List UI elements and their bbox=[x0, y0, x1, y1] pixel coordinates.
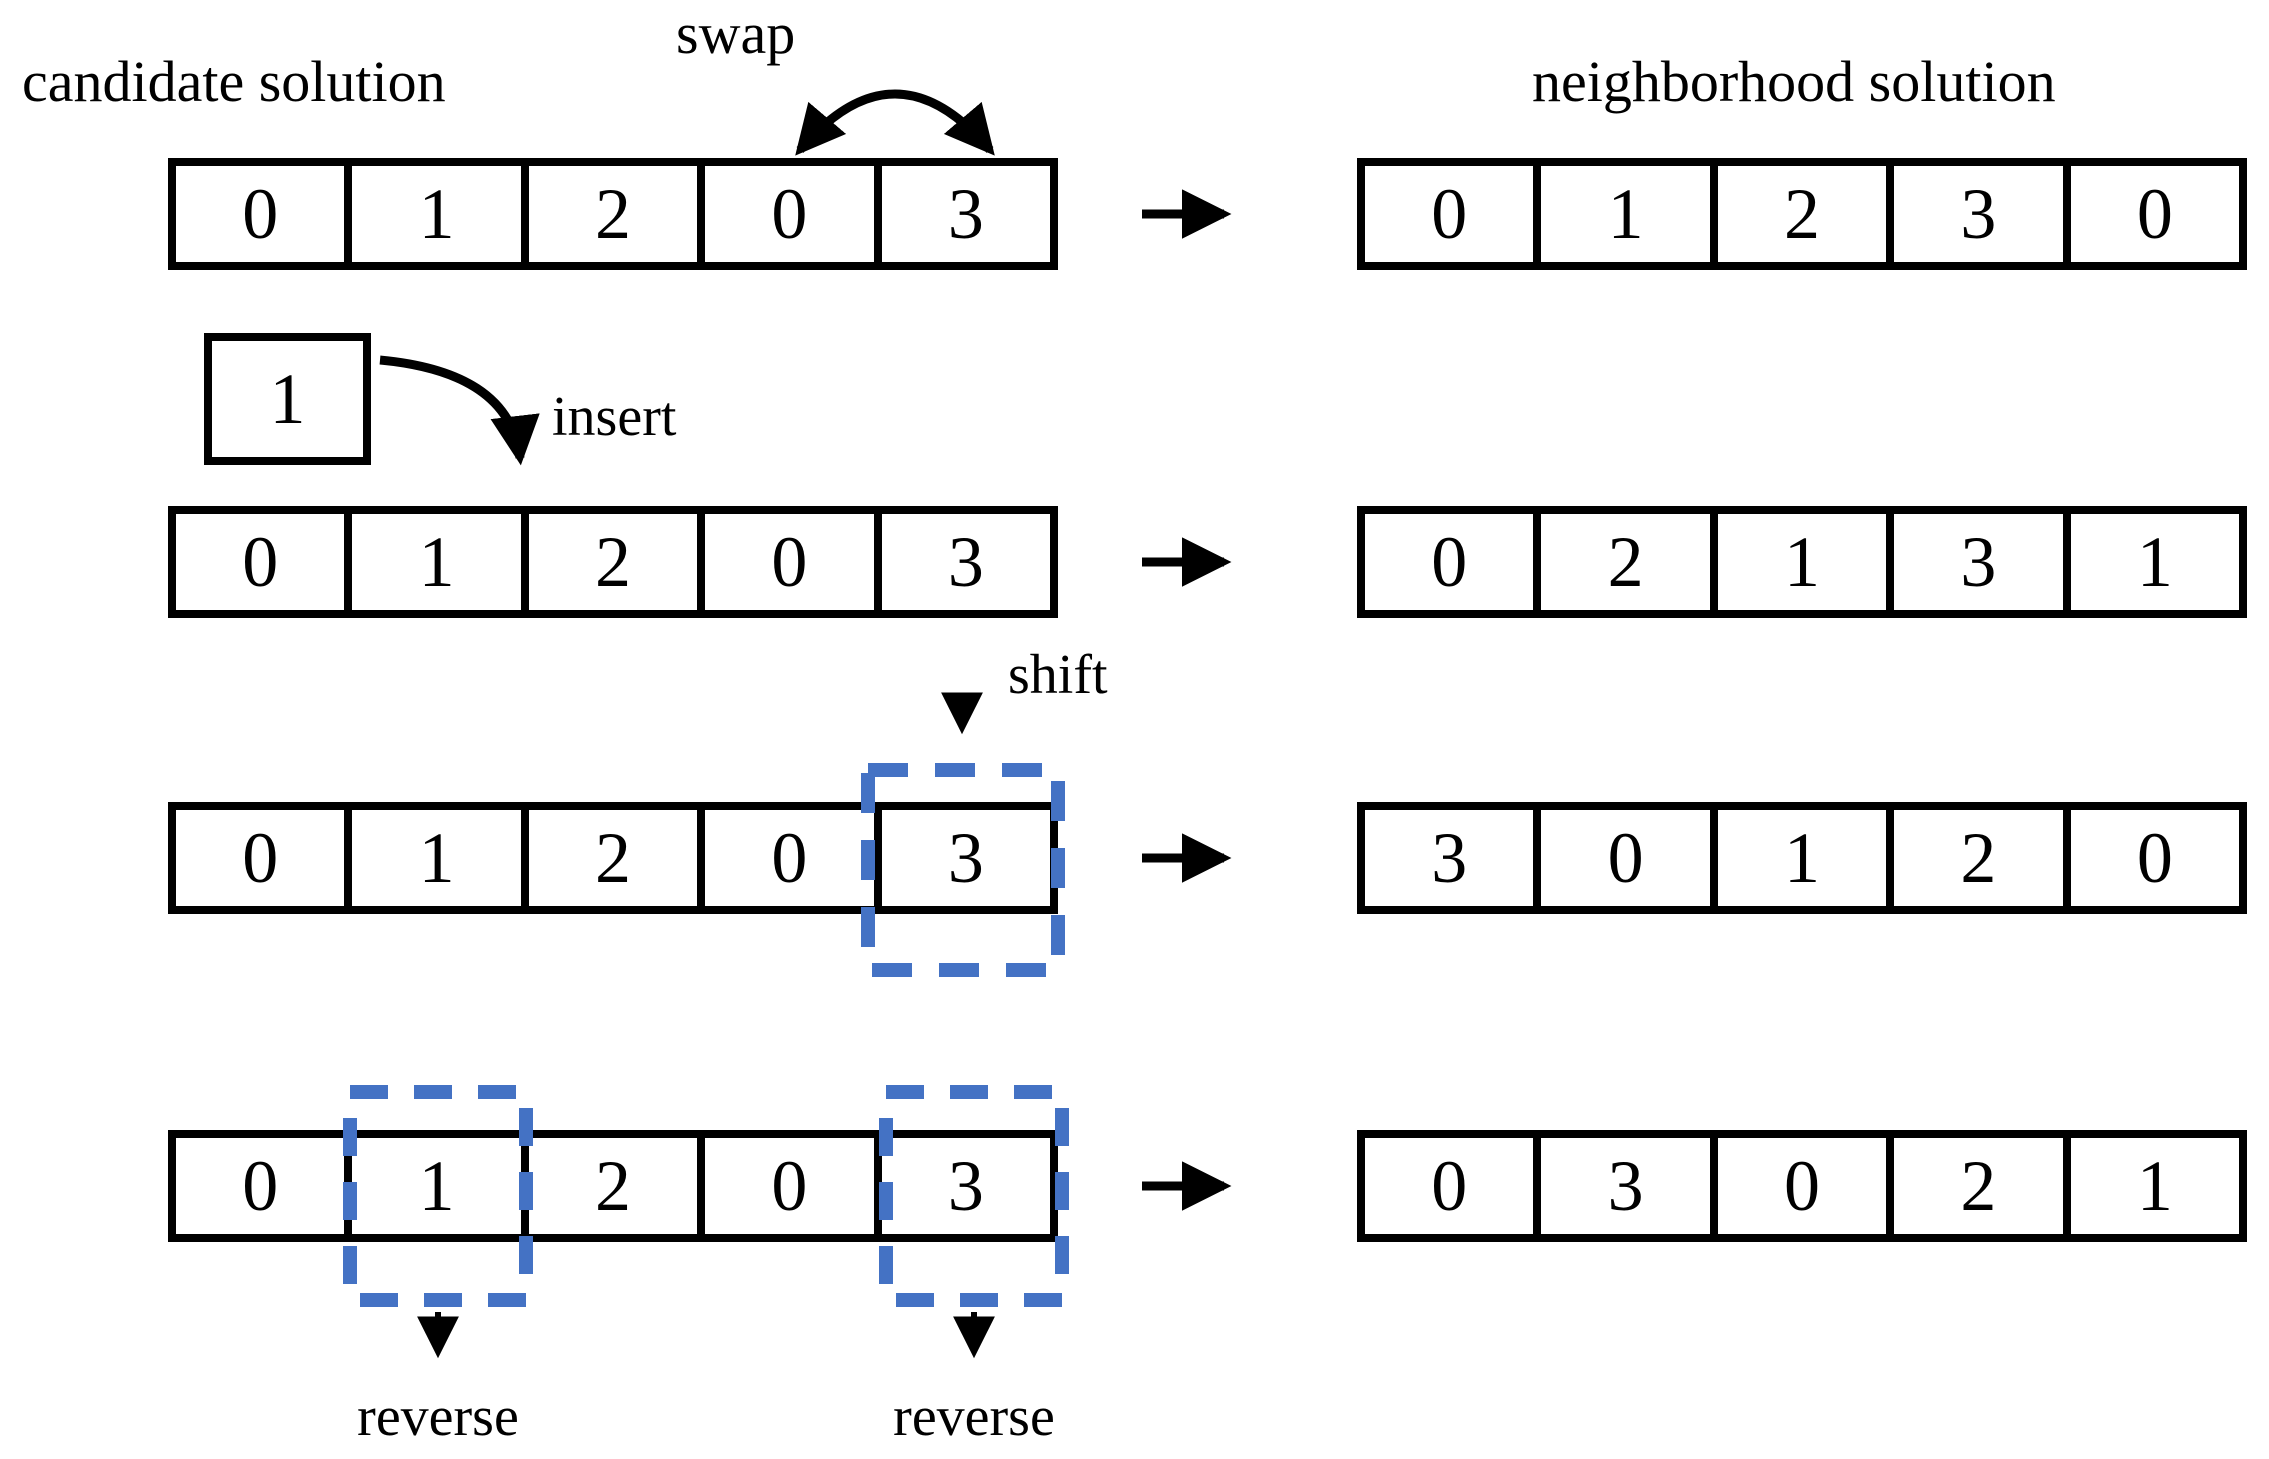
array-cell: 2 bbox=[1886, 1138, 2062, 1234]
array-cell: 1 bbox=[1533, 166, 1709, 262]
array-cell: 0 bbox=[697, 1138, 873, 1234]
array-cell: 1 bbox=[344, 810, 520, 906]
neighborhood-solution-label: neighborhood solution bbox=[1532, 49, 2056, 114]
candidate-array-swap: 0 1 2 0 3 bbox=[168, 158, 1058, 270]
array-cell: 1 bbox=[344, 1138, 520, 1234]
neighborhood-array-swap: 0 1 2 3 0 bbox=[1357, 158, 2247, 270]
array-cell: 0 bbox=[2062, 810, 2239, 906]
neighborhood-array-shift: 3 0 1 2 0 bbox=[1357, 802, 2247, 914]
array-cell: 2 bbox=[520, 1138, 697, 1234]
array-cell: 3 bbox=[1886, 166, 2062, 262]
array-cell: 0 bbox=[1533, 810, 1709, 906]
array-cell: 0 bbox=[1431, 522, 1468, 602]
array-cell: 0 bbox=[242, 818, 279, 898]
array-cell: 0 bbox=[2062, 166, 2239, 262]
array-cell: 3 bbox=[1886, 514, 2062, 610]
array-cell: 2 bbox=[1709, 166, 1886, 262]
array-cell: 1 bbox=[344, 514, 520, 610]
array-cell: 1 bbox=[344, 166, 520, 262]
neighborhood-array-reverse: 0 3 0 2 1 bbox=[1357, 1130, 2247, 1242]
insert-label: insert bbox=[552, 386, 677, 448]
array-cell: 0 bbox=[242, 1146, 279, 1226]
array-cell: 2 bbox=[1886, 810, 2062, 906]
array-cell: 3 bbox=[873, 1138, 1050, 1234]
array-cell: 0 bbox=[697, 166, 873, 262]
array-cell: 1 bbox=[1709, 514, 1886, 610]
array-cell: 1 bbox=[2062, 1138, 2239, 1234]
insert-curve-arrow bbox=[379, 355, 540, 466]
swap-arc-arrow bbox=[795, 89, 995, 156]
insert-value: 1 bbox=[269, 358, 306, 439]
array-cell: 3 bbox=[873, 810, 1050, 906]
candidate-solution-label: candidate solution bbox=[22, 49, 446, 114]
swap-label: swap bbox=[676, 1, 796, 66]
array-cell: 0 bbox=[242, 522, 279, 602]
array-cell: 0 bbox=[1431, 1146, 1468, 1226]
array-cell: 2 bbox=[520, 810, 697, 906]
array-cell: 3 bbox=[1431, 818, 1468, 898]
array-cell: 2 bbox=[1533, 514, 1709, 610]
array-cell: 1 bbox=[2062, 514, 2239, 610]
reverse-label-left: reverse bbox=[357, 1386, 519, 1448]
shift-label: shift bbox=[1008, 644, 1108, 706]
candidate-array-shift: 0 1 2 0 3 bbox=[168, 802, 1058, 914]
array-cell: 0 bbox=[697, 514, 873, 610]
candidate-array-reverse: 0 1 2 0 3 bbox=[168, 1130, 1058, 1242]
reverse-label-right: reverse bbox=[893, 1386, 1055, 1448]
array-cell: 3 bbox=[1533, 1138, 1709, 1234]
array-cell: 3 bbox=[873, 166, 1050, 262]
array-cell: 2 bbox=[520, 166, 697, 262]
insert-value-box: 1 bbox=[204, 333, 371, 465]
array-cell: 1 bbox=[1709, 810, 1886, 906]
array-cell: 0 bbox=[242, 174, 279, 254]
neighborhood-array-insert: 0 2 1 3 1 bbox=[1357, 506, 2247, 618]
array-cell: 0 bbox=[1431, 174, 1468, 254]
array-cell: 0 bbox=[1709, 1138, 1886, 1234]
array-cell: 2 bbox=[520, 514, 697, 610]
candidate-array-insert: 0 1 2 0 3 bbox=[168, 506, 1058, 618]
array-cell: 3 bbox=[873, 514, 1050, 610]
array-cell: 0 bbox=[697, 810, 873, 906]
